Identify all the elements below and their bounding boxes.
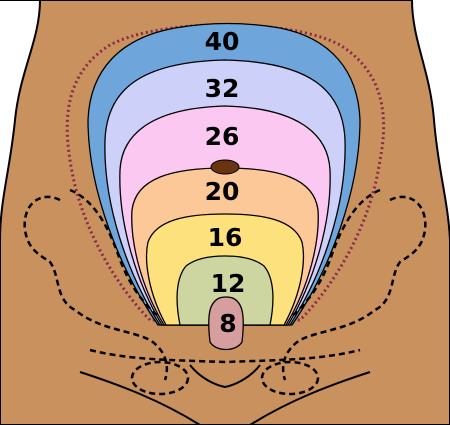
groin-lines xyxy=(79,364,371,425)
week-label-32: 32 xyxy=(205,74,240,103)
week-label-16: 16 xyxy=(208,223,243,252)
week-8-region xyxy=(208,296,244,351)
week-label-40: 40 xyxy=(205,27,240,56)
week-12-region xyxy=(176,255,274,326)
week-label-8: 8 xyxy=(219,309,236,338)
navel-icon xyxy=(210,159,240,175)
week-label-26: 26 xyxy=(205,122,240,151)
week-label-20: 20 xyxy=(205,177,240,206)
pelvis-outline xyxy=(23,188,427,396)
week-label-12: 12 xyxy=(211,269,246,298)
